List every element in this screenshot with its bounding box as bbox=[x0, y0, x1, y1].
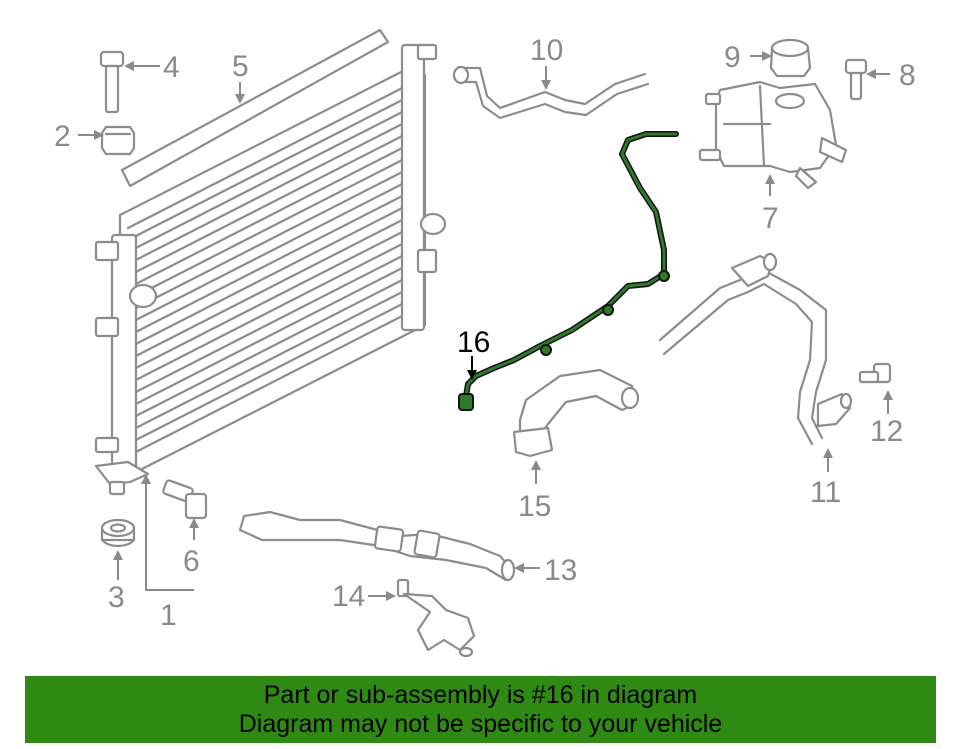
callout-7: 7 bbox=[762, 202, 779, 235]
bolt-part-12 bbox=[858, 362, 892, 384]
callout-6: 6 bbox=[183, 545, 200, 578]
callout-15: 15 bbox=[518, 490, 551, 523]
callout-9: 9 bbox=[724, 41, 741, 74]
banner-line-2: Diagram may not be specific to your vehi… bbox=[238, 709, 723, 738]
callout-14: 14 bbox=[332, 580, 365, 613]
callout-2: 2 bbox=[54, 120, 71, 153]
callout-16: 16 bbox=[457, 326, 490, 359]
info-banner: Part or sub-assembly is #16 in diagram D… bbox=[25, 676, 936, 743]
connector-part-14 bbox=[396, 578, 476, 658]
hose-part-15 bbox=[512, 368, 640, 458]
callout-8: 8 bbox=[899, 59, 916, 92]
callout-10: 10 bbox=[530, 34, 563, 67]
callout-11: 11 bbox=[810, 476, 841, 509]
isolator-part-2 bbox=[100, 125, 136, 156]
highlighted-hose-part-16 bbox=[458, 131, 679, 411]
callout-4: 4 bbox=[163, 51, 180, 84]
bolt-part-4 bbox=[99, 50, 125, 114]
radiator bbox=[94, 43, 447, 496]
hose-part-11 bbox=[658, 266, 828, 440]
leader-lines bbox=[78, 51, 893, 601]
hose-part-10-outline bbox=[460, 80, 650, 120]
callout-5: 5 bbox=[232, 50, 249, 83]
coolant-reservoir bbox=[698, 80, 848, 190]
radiator-upper-seal bbox=[120, 28, 390, 188]
banner-line-1: Part or sub-assembly is #16 in diagram bbox=[263, 680, 698, 709]
hose-part-10 bbox=[460, 66, 647, 110]
callout-1: 1 bbox=[160, 599, 177, 632]
callout-13: 13 bbox=[544, 554, 577, 587]
cap-part-9 bbox=[769, 38, 812, 78]
hose-part-13 bbox=[238, 510, 516, 582]
isolator-part-3 bbox=[100, 518, 136, 548]
sensor-part-6 bbox=[162, 479, 208, 520]
hose-part-11-outline bbox=[662, 282, 814, 446]
callout-12: 12 bbox=[870, 415, 903, 448]
bolt-part-8 bbox=[844, 58, 868, 101]
callout-3: 3 bbox=[108, 581, 125, 614]
